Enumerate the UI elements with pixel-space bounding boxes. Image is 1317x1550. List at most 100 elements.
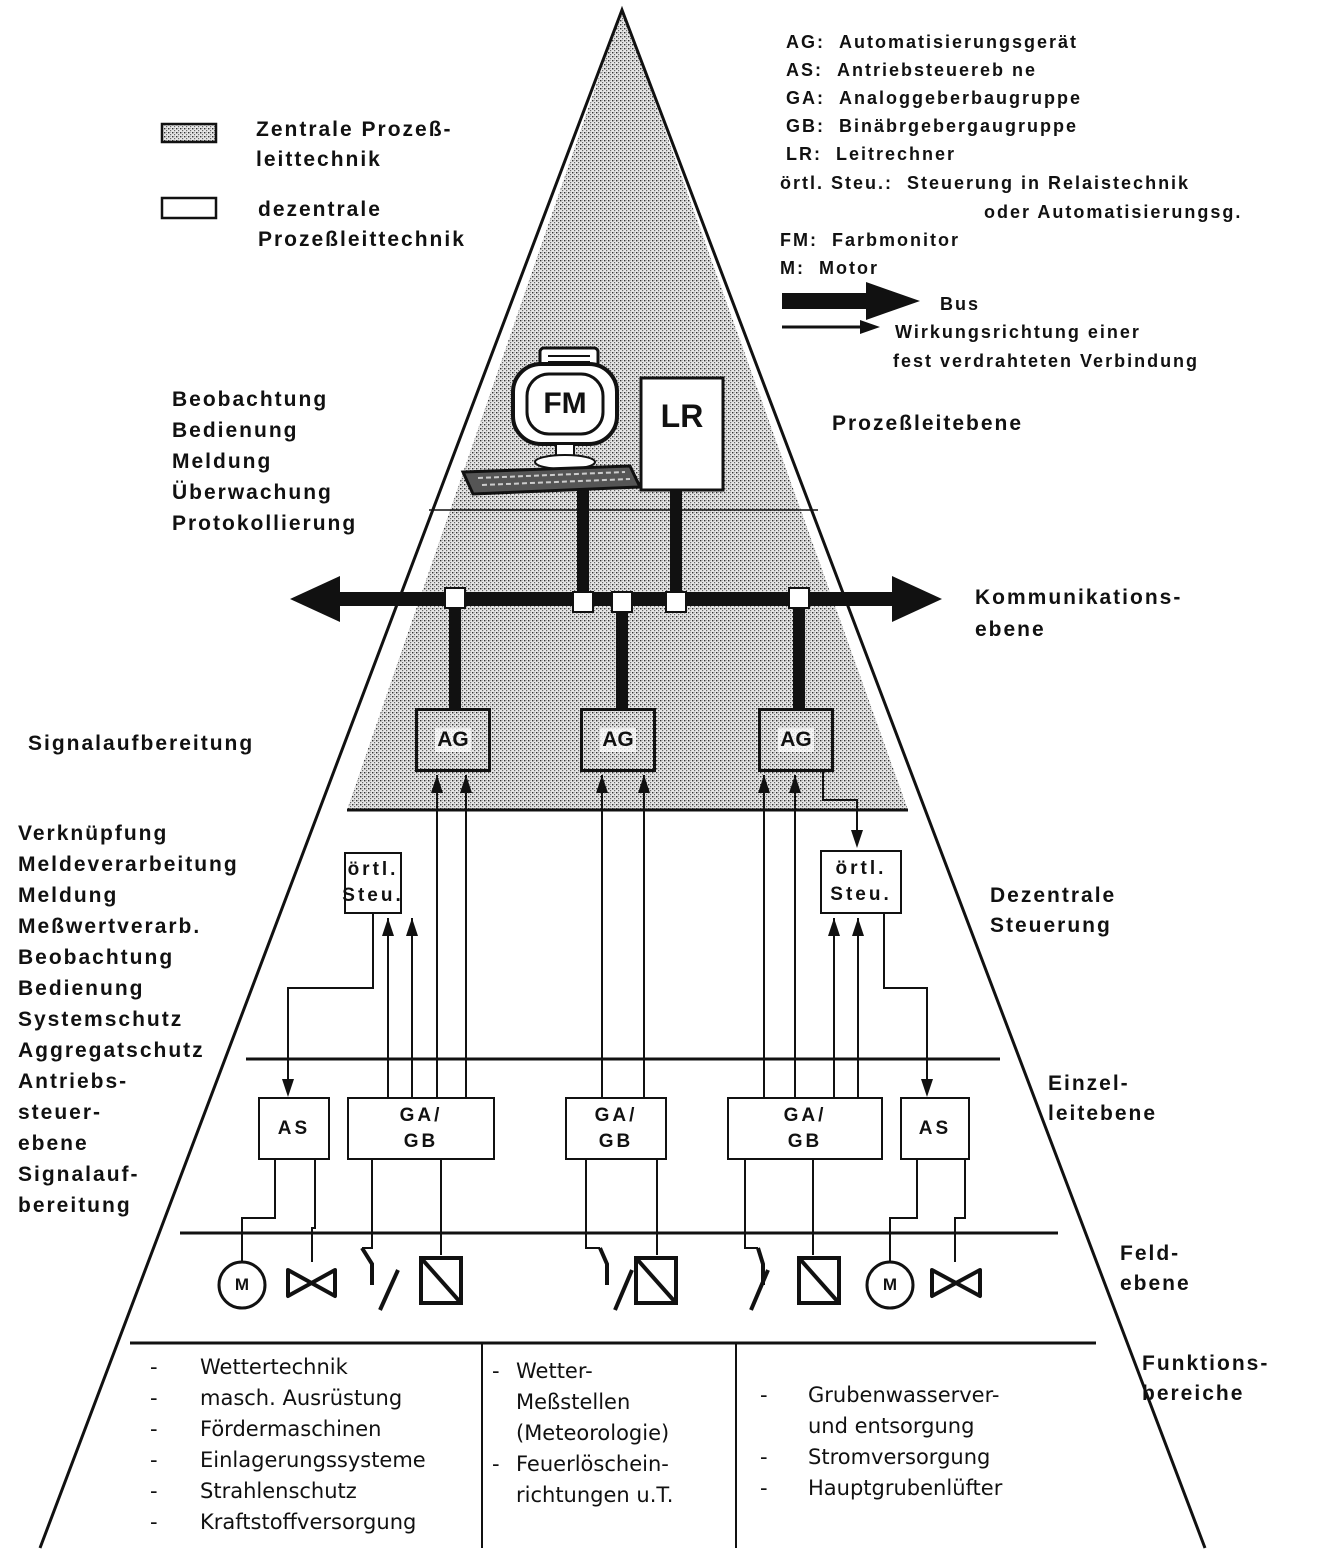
box-label: GA/	[399, 1104, 443, 1126]
ga-gb-box-2: GA/GB	[565, 1097, 667, 1160]
right-label-funk-1: Funktions-	[1142, 1352, 1270, 1375]
abbr-row: M: Motor	[780, 258, 879, 278]
left-label: Signalauf-	[18, 1163, 140, 1186]
abbr-row: GA: Analoggeberbaugruppe	[786, 88, 1083, 108]
motor-label: M	[882, 1275, 898, 1294]
valve-icon	[286, 1268, 337, 1298]
legend-wire-label-1: Wirkungsrichtung einer	[895, 322, 1141, 342]
right-label-dez-1: Dezentrale	[990, 884, 1117, 907]
ag-label: AG	[600, 728, 636, 752]
function-area-col-2: -Wetter- Meßstellen (Meteorologie) -Feue…	[492, 1356, 673, 1511]
right-label-komm-1: Kommunikations-	[975, 586, 1183, 609]
as-box-2: AS	[900, 1097, 970, 1160]
legend-swatch-plain	[160, 196, 218, 220]
bus-drop-fm	[577, 488, 589, 592]
left-label: Bedienung	[172, 419, 299, 442]
motor-icon	[217, 1260, 267, 1310]
box-label: örtl.	[347, 859, 399, 880]
bus-tap	[572, 591, 594, 613]
left-label-signal: Signalaufbereitung	[28, 732, 255, 755]
function-area-col-1: -Wettertechnik -masch. Ausrüstung -Förde…	[150, 1352, 426, 1538]
as-box-1: AS	[258, 1097, 330, 1160]
function-item: -Wettertechnik	[150, 1355, 348, 1379]
bus-drop-ag1	[449, 608, 461, 708]
function-item: -Stromversorgung	[760, 1445, 991, 1469]
box-label: Steu.	[830, 884, 892, 905]
left-label: bereitung	[18, 1194, 132, 1217]
box-label: GB	[787, 1130, 823, 1152]
right-label-einzel-2: leitebene	[1048, 1102, 1158, 1125]
left-label: Antriebs-	[18, 1070, 129, 1093]
function-item: und entsorgung	[808, 1414, 975, 1438]
left-label: Beobachtung	[18, 946, 175, 969]
legend-wire-label-2: fest verdrahteten Verbindung	[893, 351, 1200, 371]
bus-arrowhead-right	[892, 576, 942, 622]
valve-icon	[930, 1268, 982, 1298]
legend-wire-arrowhead	[860, 320, 880, 334]
abbr-row: FM: Farbmonitor	[780, 230, 960, 250]
fm-label: FM	[543, 387, 587, 420]
function-item: -Fördermaschinen	[150, 1417, 382, 1441]
bus-drop-lr	[670, 488, 682, 592]
abbr-row: GB: Binäbrgebergaugruppe	[786, 116, 1079, 136]
abbr-row-continuation: oder Automatisierungsg.	[984, 202, 1243, 222]
arrowheads-up	[382, 775, 864, 936]
bus-drop-ag3	[793, 608, 805, 708]
box-label: AS	[918, 1117, 952, 1139]
oertl-steu-box-2: örtl.Steu.	[820, 850, 902, 914]
box-label: AS	[277, 1117, 311, 1139]
bus-tap	[788, 587, 810, 609]
left-label: Meldung	[18, 884, 119, 907]
ag-label: AG	[435, 728, 471, 752]
box-label: Steu.	[342, 885, 404, 906]
bus-tap	[444, 587, 466, 609]
color-monitor-icon	[460, 346, 643, 496]
left-labels-process: Beobachtung Bedienung Meldung Überwachun…	[172, 384, 357, 539]
function-item: -Hauptgrubenlüfter	[760, 1476, 1003, 1500]
bus-drop-ag2	[616, 612, 628, 708]
legend-shaded-label-2: leittechnik	[256, 148, 382, 171]
left-label: Überwachung	[172, 481, 333, 504]
function-item: (Meteorologie)	[516, 1421, 670, 1445]
lr-label: LR	[660, 398, 704, 434]
motor-label: M	[234, 1275, 250, 1294]
right-label-komm-2: ebene	[975, 618, 1046, 641]
arrowheads-down	[282, 830, 933, 1097]
bus-tap	[665, 591, 687, 613]
ag-label: AG	[778, 728, 814, 752]
left-label: Meldeverarbeitung	[18, 853, 239, 876]
function-item: -Strahlenschutz	[150, 1479, 357, 1503]
left-label: steuer-	[18, 1101, 103, 1124]
left-label: Protokollierung	[172, 512, 358, 535]
right-label-feld-1: Feld-	[1120, 1242, 1181, 1265]
switch-icons	[360, 1246, 770, 1311]
ga-gb-box-3: GA/GB	[727, 1097, 883, 1160]
legend-bus-arrowhead	[866, 282, 920, 320]
legend-bus-arrow-shaft	[782, 293, 872, 309]
left-label: ebene	[18, 1132, 89, 1155]
bus-arrowhead-left	[290, 576, 340, 622]
right-label-feld-2: ebene	[1120, 1272, 1191, 1295]
function-item: -Grubenwasserver-	[760, 1383, 1000, 1407]
ga-gb-box-1: GA/GB	[347, 1097, 495, 1160]
bus-tap	[611, 591, 633, 613]
right-label-prozessleitebene: Prozeßleitebene	[832, 412, 1024, 435]
legend-plain-label-2: Prozeßleittechnik	[258, 228, 466, 251]
right-label-funk-2: bereiche	[1142, 1382, 1245, 1405]
legend-swatch-shaded	[160, 122, 218, 144]
sensor-icons	[419, 1256, 841, 1305]
left-label: Meßwertverarb.	[18, 915, 202, 938]
legend-plain-label-1: dezentrale	[258, 198, 382, 221]
abbr-row: örtl. Steu.: Steuerung in Relaistechnik	[780, 173, 1191, 193]
box-label: GA/	[783, 1104, 827, 1126]
legend-shaded-label-1: Zentrale Prozeß-	[256, 118, 453, 141]
function-area-col-3: -Grubenwasserver- und entsorgung -Stromv…	[760, 1380, 1002, 1504]
leitrechner-box	[639, 376, 725, 492]
function-item: -masch. Ausrüstung	[150, 1386, 403, 1410]
function-item: -Wetter-	[492, 1359, 593, 1383]
motor-icon	[865, 1260, 915, 1310]
ag-box-2: AG	[580, 708, 656, 772]
function-item: -Einlagerungssysteme	[150, 1448, 426, 1472]
function-item: Meßstellen	[516, 1390, 631, 1414]
